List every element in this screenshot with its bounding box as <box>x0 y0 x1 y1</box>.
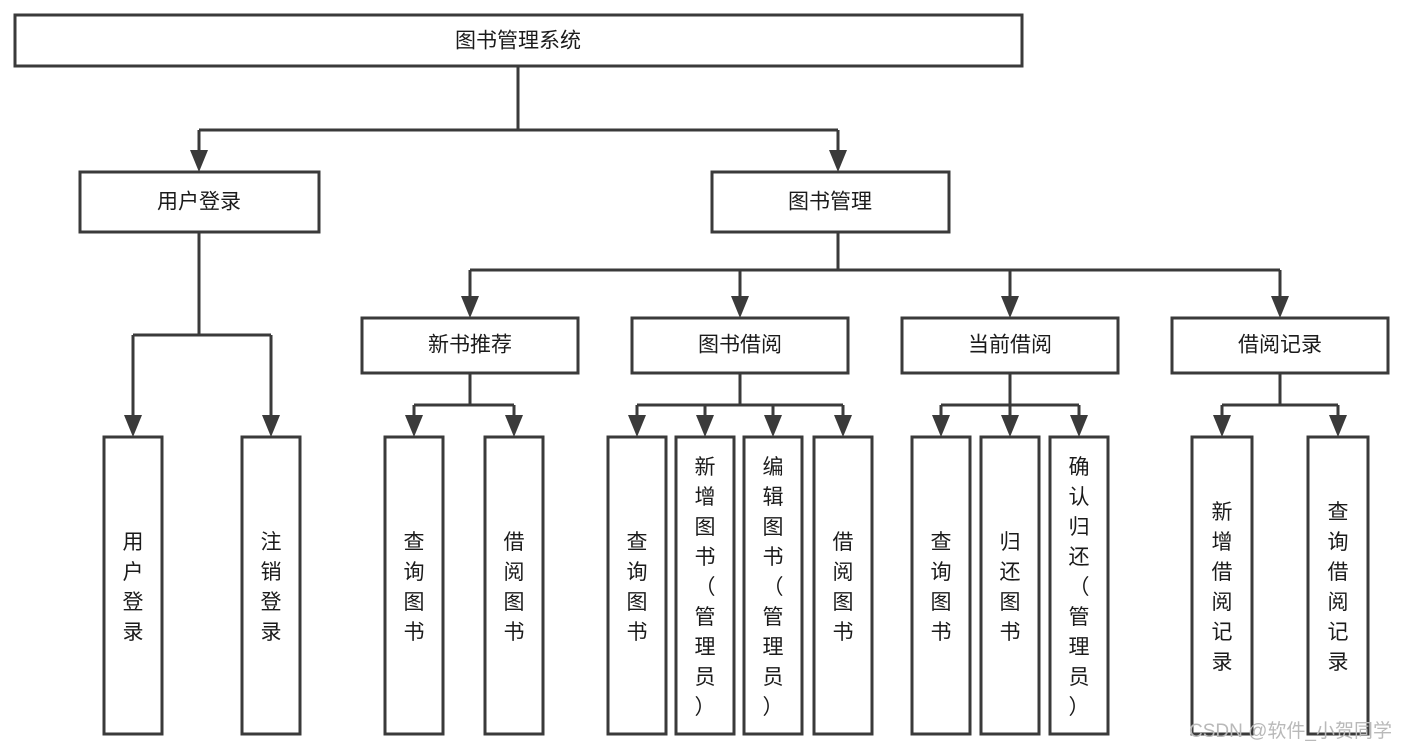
node-leaf-return-book-box[interactable] <box>979 435 1041 736</box>
node-root[interactable]: 图书管理系统 <box>13 13 1024 68</box>
node-leaf-confirm-return-label: 确认归还（管理员） <box>1069 456 1090 719</box>
node-user-login[interactable]: 用户登录 <box>78 170 321 234</box>
node-leaf-edit-book[interactable]: 编辑图书（管理员） <box>742 435 804 736</box>
node-borrow-record-box[interactable] <box>1170 316 1390 375</box>
arrow-to-leaf-borrow-book-2 <box>834 415 852 437</box>
node-leaf-query-record-box[interactable] <box>1306 435 1370 736</box>
node-leaf-query-book-3-box[interactable] <box>910 435 972 736</box>
node-leaf-borrow-book-1[interactable]: 借阅图书 <box>483 435 545 736</box>
node-borrow-record-label: 借阅记录 <box>1238 334 1322 357</box>
arrow-to-leaf-add-book <box>696 415 714 437</box>
node-leaf-user-login-label: 用户登录 <box>123 531 144 644</box>
arrow-to-leaf-edit-book <box>764 415 782 437</box>
node-user-login-box[interactable] <box>78 170 321 234</box>
node-new-book-rec-box[interactable] <box>360 316 580 375</box>
arrow-to-user-login <box>190 150 208 172</box>
node-book-borrow-label: 图书借阅 <box>698 334 782 357</box>
node-current-borrow-label: 当前借阅 <box>968 334 1052 357</box>
node-book-borrow[interactable]: 图书借阅 <box>630 316 850 375</box>
node-leaf-user-login-box[interactable] <box>102 435 164 736</box>
node-new-book-rec-label: 新书推荐 <box>428 334 512 357</box>
arrow-to-leaf-query-book-3 <box>932 415 950 437</box>
node-leaf-borrow-book-2-box[interactable] <box>812 435 874 736</box>
arrow-to-leaf-borrow-book-1 <box>505 415 523 437</box>
node-leaf-add-record-box[interactable] <box>1190 435 1254 736</box>
node-book-manage-label: 图书管理 <box>788 191 872 214</box>
node-current-borrow[interactable]: 当前借阅 <box>900 316 1120 375</box>
node-leaf-edit-book-label: 编辑图书（管理员） <box>763 456 784 719</box>
node-leaf-query-book-2[interactable]: 查询图书 <box>606 435 668 736</box>
node-leaf-user-login[interactable]: 用户登录 <box>102 435 164 736</box>
node-leaf-logout-box[interactable] <box>240 435 302 736</box>
arrow-to-leaf-confirm-return <box>1070 415 1088 437</box>
node-leaf-query-book-1-box[interactable] <box>383 435 445 736</box>
node-root-label: 图书管理系统 <box>455 30 581 53</box>
node-leaf-query-record[interactable]: 查询借阅记录 <box>1306 435 1370 736</box>
node-leaf-add-book[interactable]: 新增图书（管理员） <box>674 435 736 736</box>
csdn-watermark: CSDN @软件_小贺同学 <box>1189 720 1392 742</box>
node-leaf-query-record-label: 查询借阅记录 <box>1328 501 1349 674</box>
arrow-to-leaf-query-book-1 <box>405 415 423 437</box>
node-leaf-query-book-2-box[interactable] <box>606 435 668 736</box>
node-leaf-borrow-book-1-label: 借阅图书 <box>504 531 525 644</box>
node-new-book-rec[interactable]: 新书推荐 <box>360 316 580 375</box>
arrow-to-leaf-user-login <box>124 415 142 437</box>
node-leaf-add-book-box[interactable] <box>674 435 736 736</box>
arrow-to-new-book-rec <box>461 296 479 318</box>
node-leaf-query-book-3[interactable]: 查询图书 <box>910 435 972 736</box>
node-book-manage-box[interactable] <box>710 170 951 234</box>
node-leaf-query-book-2-label: 查询图书 <box>627 531 648 644</box>
node-leaf-query-book-1[interactable]: 查询图书 <box>383 435 445 736</box>
node-leaf-return-book-label: 归还图书 <box>1000 531 1021 644</box>
arrow-to-borrow-record <box>1271 296 1289 318</box>
node-leaf-borrow-book-2-label: 借阅图书 <box>833 531 854 644</box>
arrow-to-leaf-add-record <box>1213 415 1231 437</box>
node-leaf-add-book-label: 新增图书（管理员） <box>695 456 716 719</box>
node-leaf-return-book[interactable]: 归还图书 <box>979 435 1041 736</box>
node-root-box[interactable] <box>13 13 1024 68</box>
node-leaf-add-record-label: 新增借阅记录 <box>1212 501 1233 674</box>
node-leaf-query-book-3-label: 查询图书 <box>931 531 952 644</box>
arrow-to-book-manage <box>829 150 847 172</box>
arrow-to-leaf-logout <box>262 415 280 437</box>
node-leaf-logout-label: 注销登录 <box>261 531 282 644</box>
node-leaf-edit-book-box[interactable] <box>742 435 804 736</box>
node-book-borrow-box[interactable] <box>630 316 850 375</box>
node-borrow-record[interactable]: 借阅记录 <box>1170 316 1390 375</box>
node-book-manage[interactable]: 图书管理 <box>710 170 951 234</box>
arrow-to-current-borrow <box>1001 296 1019 318</box>
node-leaf-add-record[interactable]: 新增借阅记录 <box>1190 435 1254 736</box>
connector-layer <box>124 66 1347 437</box>
arrow-to-book-borrow <box>731 296 749 318</box>
node-current-borrow-box[interactable] <box>900 316 1120 375</box>
node-user-login-label: 用户登录 <box>157 191 241 214</box>
node-leaf-logout[interactable]: 注销登录 <box>240 435 302 736</box>
node-leaf-query-book-1-label: 查询图书 <box>404 531 425 644</box>
node-leaf-borrow-book-1-box[interactable] <box>483 435 545 736</box>
node-leaf-borrow-book-2[interactable]: 借阅图书 <box>812 435 874 736</box>
arrow-to-leaf-query-record <box>1329 415 1347 437</box>
node-leaf-confirm-return-box[interactable] <box>1048 435 1110 736</box>
node-leaf-confirm-return[interactable]: 确认归还（管理员） <box>1048 435 1110 736</box>
arrow-to-leaf-query-book-2 <box>628 415 646 437</box>
arrow-to-leaf-return-book <box>1001 415 1019 437</box>
